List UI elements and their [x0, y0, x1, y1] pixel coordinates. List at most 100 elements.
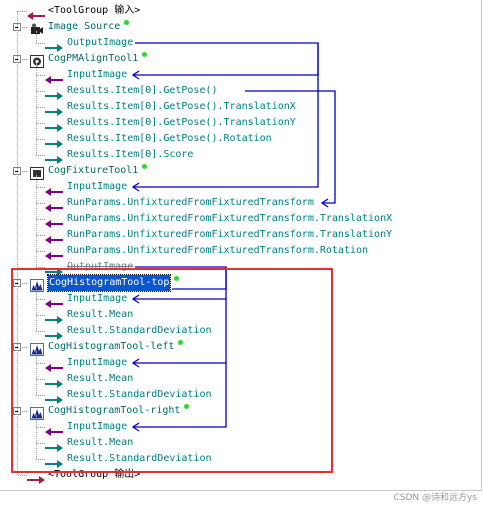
- output-terminal[interactable]: Result.Mean: [67, 307, 133, 323]
- node-label: Result.StandardDeviation: [67, 389, 212, 400]
- terminal-icon-wrap: [27, 6, 46, 25]
- tree-connector: [36, 315, 45, 317]
- tree-connector: [18, 347, 27, 349]
- toolgroup-in-arrow-icon: [27, 12, 45, 20]
- highlight-box: [11, 268, 333, 473]
- terminal-icon-wrap: [45, 230, 64, 249]
- output-terminal[interactable]: Result.Mean: [67, 371, 133, 387]
- terminal-icon-wrap: [45, 214, 64, 233]
- node-label: InputImage: [67, 181, 128, 192]
- output-terminal[interactable]: Results.Item[0].GetPose().Rotation: [67, 131, 272, 147]
- input-terminal[interactable]: InputImage: [67, 355, 127, 371]
- tree-connector: [36, 351, 38, 395]
- output-arrow-icon: [45, 444, 63, 452]
- terminal-icon-wrap: [45, 198, 64, 217]
- output-terminal[interactable]: Results.Item[0].GetPose(): [67, 83, 218, 99]
- link-arrowhead: [131, 358, 140, 368]
- node-label: Results.Item[0].Score: [67, 149, 194, 160]
- node-label: Result.StandardDeviation: [67, 453, 212, 464]
- node-label: Image Source: [48, 21, 121, 32]
- link-arrowhead: [131, 182, 140, 192]
- pmalign-tool-icon: [30, 55, 44, 68]
- tool-node[interactable]: CogFixtureTool1: [48, 163, 138, 179]
- toolgroup-terminal[interactable]: <ToolGroup 输出>: [48, 467, 140, 483]
- status-dot: [142, 164, 148, 169]
- node-label: RunParams.UnfixturedFromFixturedTransfor…: [67, 245, 369, 256]
- tree-connector: [36, 251, 45, 253]
- output-terminal[interactable]: Result.StandardDeviation: [67, 451, 212, 467]
- tool-icon-wrap: [30, 165, 44, 184]
- node-label: CogPMAlignTool1: [48, 53, 139, 64]
- node-label: <ToolGroup 输出>: [48, 469, 141, 480]
- tree-connector: [36, 31, 38, 43]
- output-terminal[interactable]: Result.StandardDeviation: [67, 323, 212, 339]
- terminal-icon-wrap: [45, 326, 64, 345]
- input-arrow-icon: [45, 252, 63, 260]
- input-terminal[interactable]: RunParams.UnfixturedFromFixturedTransfor…: [67, 227, 392, 243]
- status-dot: [184, 404, 190, 409]
- link-line: [133, 43, 319, 188]
- tree-connector: [18, 283, 27, 285]
- tool-node[interactable]: CogHistogramTool-top: [46, 274, 172, 292]
- output-terminal[interactable]: Results.Item[0].GetPose().TranslationY: [67, 115, 296, 131]
- output-terminal[interactable]: Result.Mean: [67, 435, 133, 451]
- status-dot: [142, 52, 148, 57]
- output-terminal[interactable]: OutputImage: [67, 259, 133, 275]
- node-label: Result.StandardDeviation: [67, 325, 212, 336]
- terminal-icon-wrap: [45, 262, 64, 281]
- tree-connector: [36, 107, 45, 109]
- input-terminal[interactable]: RunParams.UnfixturedFromFixturedTransfor…: [67, 195, 314, 211]
- tree-connector: [36, 235, 45, 237]
- output-arrow-icon: [45, 140, 63, 148]
- output-terminal[interactable]: Results.Item[0].GetPose().TranslationX: [67, 99, 296, 115]
- tree-connector: [36, 299, 45, 301]
- node-label: Results.Item[0].GetPose().TranslationY: [67, 117, 296, 128]
- input-terminal[interactable]: RunParams.UnfixturedFromFixturedTransfor…: [67, 243, 368, 259]
- input-arrow-icon: [45, 236, 63, 244]
- terminal-icon-wrap: [45, 102, 64, 121]
- node-label: Results.Item[0].GetPose().Rotation: [67, 133, 272, 144]
- tree-connector: [36, 203, 45, 205]
- tree-connector: [17, 11, 19, 475]
- output-arrow-icon: [45, 316, 63, 324]
- output-terminal[interactable]: Results.Item[0].Score: [67, 147, 193, 163]
- input-terminal[interactable]: RunParams.UnfixturedFromFixturedTransfor…: [67, 211, 392, 227]
- tree-connector: [36, 331, 45, 333]
- input-terminal[interactable]: InputImage: [67, 291, 127, 307]
- node-label: Results.Item[0].GetPose().TranslationX: [67, 101, 296, 112]
- input-terminal[interactable]: InputImage: [67, 419, 127, 435]
- tree-connector: [36, 155, 45, 157]
- tool-node[interactable]: CogHistogramTool-right: [48, 403, 180, 419]
- node-label: CogHistogramTool-right: [48, 405, 181, 416]
- tree-connector: [36, 91, 45, 93]
- input-terminal[interactable]: InputImage: [67, 179, 127, 195]
- tree-connector: [36, 395, 45, 397]
- input-terminal[interactable]: InputImage: [67, 67, 127, 83]
- tree-connector: [36, 63, 38, 155]
- output-terminal[interactable]: Result.StandardDeviation: [67, 387, 212, 403]
- terminal-icon-wrap: [45, 86, 64, 105]
- tree-connector: [18, 411, 27, 413]
- tool-icon-wrap: [30, 53, 44, 72]
- fixture-tool-icon: [30, 167, 44, 180]
- tool-node[interactable]: CogHistogramTool-left: [48, 339, 174, 355]
- input-arrow-icon: [45, 76, 63, 84]
- output-arrow-icon: [45, 44, 63, 52]
- link-line: [172, 267, 227, 290]
- toolgroup-terminal[interactable]: <ToolGroup 输入>: [48, 3, 140, 19]
- terminal-icon-wrap: [45, 182, 64, 201]
- node-label: InputImage: [67, 69, 128, 80]
- input-arrow-icon: [45, 188, 63, 196]
- output-arrow-icon: [45, 108, 63, 116]
- tool-node[interactable]: CogPMAlignTool1: [48, 51, 138, 67]
- output-arrow-icon: [45, 460, 63, 468]
- output-arrow-icon: [45, 156, 63, 164]
- terminal-icon-wrap: [45, 454, 64, 473]
- tool-node[interactable]: Image Source: [48, 19, 120, 35]
- tree-connector: [36, 443, 45, 445]
- tree-connector: [18, 27, 27, 29]
- output-terminal[interactable]: OutputImage: [67, 35, 133, 51]
- node-label: Result.Mean: [67, 373, 134, 384]
